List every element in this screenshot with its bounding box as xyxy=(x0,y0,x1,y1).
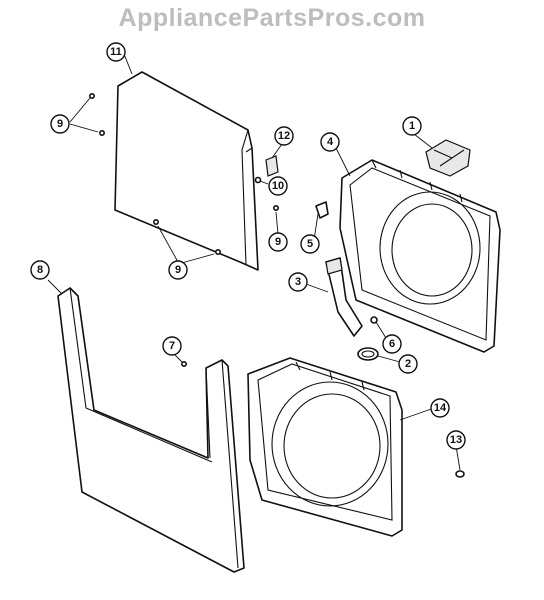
callout-6: 6 xyxy=(382,334,402,354)
callout-7: 7 xyxy=(162,336,182,356)
callout-label-10: 10 xyxy=(272,180,284,192)
part-10-screw xyxy=(254,176,262,184)
callout-label-9c: 9 xyxy=(275,236,281,248)
screws xyxy=(89,93,279,367)
callout-label-8: 8 xyxy=(37,264,43,276)
callout-1: 1 xyxy=(402,116,422,136)
callout-label-3: 3 xyxy=(295,276,301,288)
callout-label-14: 14 xyxy=(434,402,447,414)
callout-label-13: 13 xyxy=(450,434,462,446)
part-13-clip xyxy=(455,470,465,478)
callout-label-9b: 9 xyxy=(175,264,181,276)
part-3-duct xyxy=(325,257,363,337)
callout-label-5: 5 xyxy=(307,238,313,250)
part-1-bracket xyxy=(425,139,471,177)
callout-14: 14 xyxy=(430,398,450,418)
callout-label-12: 12 xyxy=(278,130,290,142)
callout-9c: 9 xyxy=(268,232,288,252)
callout-label-1: 1 xyxy=(409,120,415,132)
callout-3: 3 xyxy=(288,272,308,292)
part-8-front-panel xyxy=(57,287,245,573)
callout-2: 2 xyxy=(398,354,418,374)
callout-9a: 9 xyxy=(50,114,70,134)
callout-9b: 9 xyxy=(168,260,188,280)
part-12-hinge xyxy=(265,155,279,177)
callout-11: 11 xyxy=(106,42,126,62)
part-5-clip xyxy=(315,201,329,219)
leader-lines xyxy=(47,53,461,471)
part-14-front-bulkhead xyxy=(247,357,403,537)
callout-8: 8 xyxy=(30,260,50,280)
callout-4: 4 xyxy=(320,132,340,152)
part-4-bulkhead xyxy=(339,159,501,353)
callout-label-9a: 9 xyxy=(57,118,63,130)
watermark: AppliancePartsPros.com xyxy=(118,4,426,32)
callout-5: 5 xyxy=(300,234,320,254)
callout-label-2: 2 xyxy=(405,358,411,370)
callout-label-4: 4 xyxy=(327,136,334,148)
callout-10: 10 xyxy=(268,176,288,196)
callout-label-11: 11 xyxy=(110,46,122,58)
callout-12: 12 xyxy=(274,126,294,146)
callout-label-6: 6 xyxy=(389,338,395,350)
callout-label-7: 7 xyxy=(169,340,175,352)
callout-13: 13 xyxy=(446,430,466,450)
part-2-seal xyxy=(357,347,379,361)
part-6-screw xyxy=(370,316,378,324)
part-11-top-panel xyxy=(114,71,259,271)
